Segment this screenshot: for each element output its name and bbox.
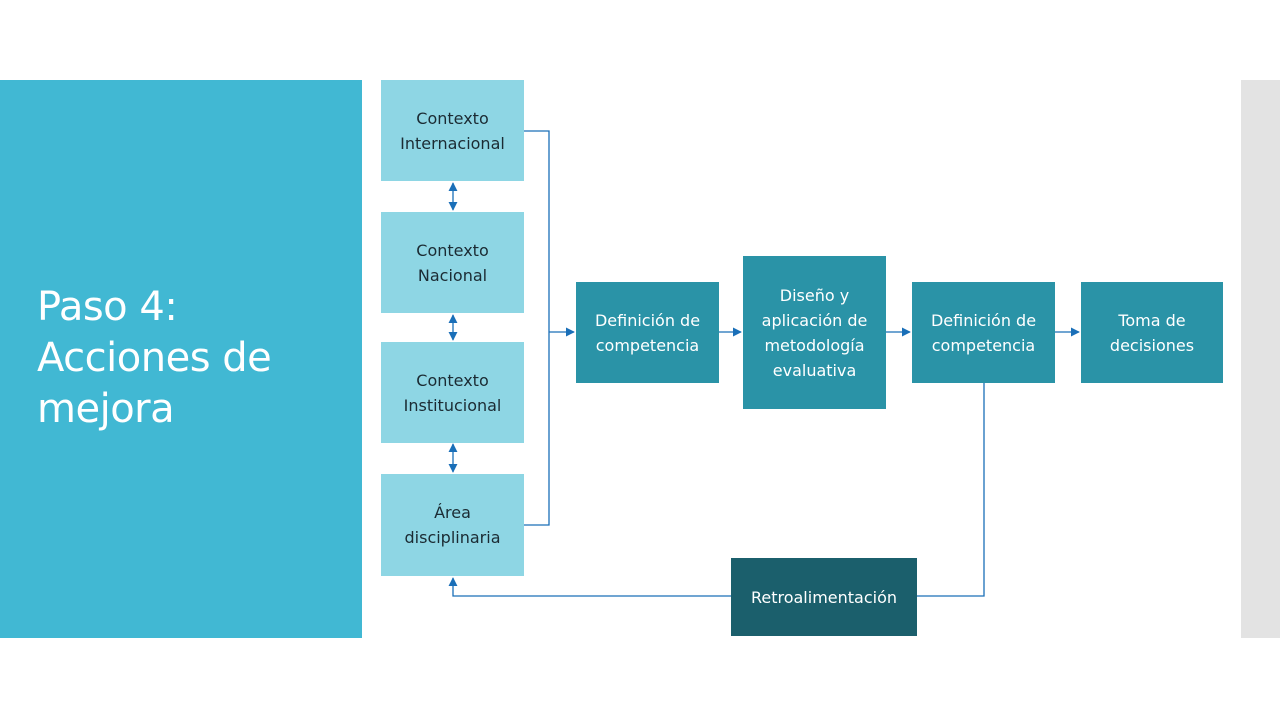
arrow-feedback-to-area [448,577,731,597]
box-contexto-institucional: Contexto Institucional [381,342,524,443]
box-definicion-competencia-2: Definición de competencia [912,282,1055,383]
box-area-disciplinaria: Área disciplinaria [381,474,524,576]
title-band [0,80,362,638]
box-contexto-nacional: Contexto Nacional [381,212,524,313]
box-toma-decisiones: Toma de decisiones [1081,282,1223,383]
bracket-contexts [524,130,550,526]
slide-title: Paso 4: Acciones de mejora [37,284,272,432]
link-definicion-to-feedback [917,383,985,597]
box-definicion-competencia-1: Definición de competencia [576,282,719,383]
box-retroalimentacion: Retroalimentación [731,558,917,636]
box-diseno-metodologia: Diseño y aplicación de metodología evalu… [743,256,886,409]
side-band [1241,80,1280,638]
box-contexto-internacional: Contexto Internacional [381,80,524,181]
